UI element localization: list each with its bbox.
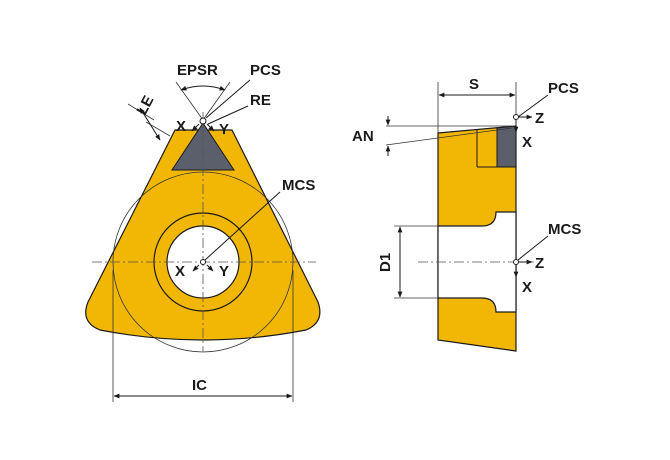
label-x-pcs-side: X [522, 134, 532, 151]
label-s: S [469, 76, 479, 93]
top-view: EPSR PCS RE LE X Y MCS X Y IC [85, 62, 321, 402]
pcs-point [199, 117, 207, 125]
label-mcs-side: MCS [548, 221, 581, 238]
pcs-point-side [513, 114, 519, 120]
label-an: AN [352, 128, 374, 145]
label-ic: IC [192, 377, 207, 394]
label-y-mcs: Y [219, 263, 229, 280]
label-x-pcs: X [176, 118, 186, 135]
label-epsr: EPSR [177, 62, 218, 79]
re-leader [207, 105, 249, 125]
label-pcs-side: PCS [548, 80, 579, 97]
label-x-mcs-side: X [522, 279, 532, 296]
side-view: S PCS Z X AN D1 MCS Z X [352, 76, 581, 352]
mcs-point-side [513, 259, 519, 265]
label-x-mcs: X [175, 263, 185, 280]
label-le: LE [134, 93, 158, 118]
pcs-leader-side [517, 94, 549, 118]
pcs-leader [205, 79, 251, 119]
pcs-x-arrow [191, 123, 200, 132]
label-d1: D1 [377, 253, 394, 272]
side-tip [496, 125, 517, 168]
label-z-mcs: Z [535, 255, 544, 272]
label-mcs-top: MCS [282, 177, 315, 194]
mcs-leader-top [204, 191, 281, 261]
mcs-x-arrow-top [192, 264, 200, 272]
le-dimension [139, 107, 161, 141]
pcs-y-arrow [206, 123, 215, 132]
label-y-pcs: Y [219, 121, 229, 138]
mcs-leader-side [517, 235, 549, 261]
label-re: RE [250, 92, 271, 109]
epsr-leg-left [175, 81, 204, 121]
label-z-pcs: Z [535, 110, 544, 127]
mcs-y-arrow-top [206, 264, 214, 272]
label-pcs-top: PCS [250, 62, 281, 79]
an-angle-line [385, 127, 513, 146]
epsr-arc [180, 85, 226, 91]
epsr-leg-right [202, 81, 231, 121]
mcs-point-top [200, 259, 206, 265]
